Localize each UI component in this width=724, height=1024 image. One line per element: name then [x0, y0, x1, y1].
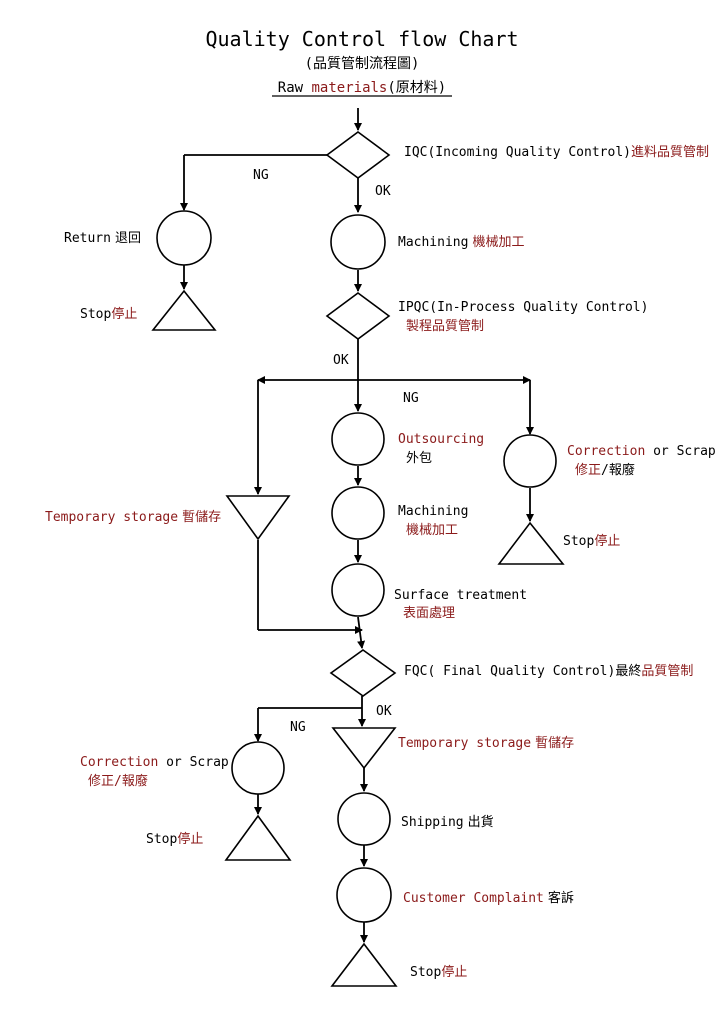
- shipping-label-zh: 出貨: [468, 814, 494, 830]
- iqc-decision: [325, 131, 391, 179]
- ipqc-label-zh: 製程品質管制: [406, 319, 484, 334]
- outsourcing-process: [331, 412, 385, 466]
- machining1-label-en: Machining: [398, 235, 468, 250]
- return-process: [156, 210, 212, 266]
- temp2-label-en: Temporary storage: [398, 736, 531, 751]
- machining2-process: [331, 486, 385, 540]
- temp1-label: Temporary storage 暫儲存: [45, 510, 221, 525]
- ok-label-1: OK: [375, 184, 391, 199]
- iqc-label-en: IQC(Incoming Quality Control): [404, 145, 631, 160]
- complaint-process: [336, 867, 392, 923]
- stop1-label-en: Stop: [80, 307, 111, 322]
- ok-label-2: OK: [333, 353, 349, 368]
- correction2-or-scrap: or Scrap: [158, 755, 229, 770]
- stop3-terminal: [224, 814, 292, 861]
- stop1-label: Stop停止: [80, 306, 137, 322]
- temp2-label-zh: 暫儲存: [535, 736, 574, 751]
- temp1-label-zh: 暫儲存: [182, 510, 221, 525]
- fqc-label-en: FQC( Final Quality Control): [404, 664, 615, 679]
- ng-label-3: NG: [290, 720, 306, 735]
- stop4-terminal: [330, 942, 398, 987]
- fqc-label-zh-b: 品質管制: [641, 664, 693, 679]
- return-label-en: Return: [64, 231, 111, 246]
- arrow-surface-fqc: [357, 616, 366, 649]
- stop2-label-zh: 停止: [594, 533, 620, 549]
- raw-prefix: Raw: [278, 80, 312, 96]
- shipping-label: Shipping 出貨: [401, 814, 494, 830]
- stop4-label-en: Stop: [410, 965, 441, 980]
- outsourcing-label-en: Outsourcing: [398, 432, 484, 447]
- raw-materials-label: Raw materials(原材料): [278, 80, 446, 96]
- correction1-or-scrap: or Scrap: [645, 444, 716, 459]
- correction1-label-zh: 修正/報廢: [575, 463, 635, 478]
- correction2-word: Correction: [80, 755, 158, 770]
- labels: IQC(Incoming Quality Control)進料品質管制 NG O…: [45, 145, 716, 980]
- chart-title: Quality Control flow Chart: [205, 27, 518, 51]
- shipping-process: [337, 792, 391, 846]
- stop2-label: Stop停止: [563, 533, 620, 549]
- shapes: [151, 131, 565, 987]
- shipping-label-en: Shipping: [401, 815, 464, 830]
- stop3-label-en: Stop: [146, 832, 177, 847]
- raw-suffix: (原材料): [387, 80, 446, 96]
- machining2-label-zh: 機械加工: [406, 523, 458, 538]
- machining2-label-en: Machining: [398, 504, 468, 519]
- iqc-label-zh: 進料品質管制: [631, 145, 709, 160]
- ng-label-1: NG: [253, 168, 269, 183]
- complaint-label-zh: 客訴: [548, 890, 574, 906]
- chart-subtitle: (品質管制流程圖): [305, 56, 420, 72]
- correction1-word: Correction: [567, 444, 645, 459]
- surface-label-zh: 表面處理: [403, 606, 455, 621]
- fqc-label-zh-a: 最終: [615, 663, 641, 679]
- iqc-label: IQC(Incoming Quality Control)進料品質管制: [404, 145, 709, 160]
- temp2-label: Temporary storage 暫儲存: [398, 736, 574, 751]
- machining1-label: Machining 機械加工: [398, 235, 524, 250]
- ipqc-label-en: IPQC(In-Process Quality Control): [398, 300, 648, 315]
- correction1-zh-b: /報廢: [601, 463, 635, 478]
- ipqc-decision: [325, 292, 391, 340]
- correction1-process: [503, 434, 557, 488]
- correction2-process: [231, 741, 285, 795]
- complaint-label: Customer Complaint 客訴: [403, 890, 574, 906]
- correction1-label-en: Correction or Scrap: [567, 444, 716, 459]
- stop2-terminal: [497, 521, 565, 565]
- return-label-zh: 退回: [115, 231, 141, 246]
- return-label: Return 退回: [64, 231, 141, 246]
- connectors: [180, 108, 534, 943]
- stop1-terminal: [151, 289, 217, 331]
- stop3-label: Stop停止: [146, 831, 203, 847]
- stop4-label-zh: 停止: [441, 964, 467, 980]
- machining1-process: [330, 214, 386, 270]
- surface-process: [331, 563, 385, 617]
- temp1-label-en: Temporary storage: [45, 510, 178, 525]
- correction1-zh-a: 修正: [575, 463, 601, 478]
- stop4-label: Stop停止: [410, 964, 467, 980]
- stop2-label-en: Stop: [563, 534, 594, 549]
- raw-materials-word: materials: [312, 80, 388, 96]
- temp1-storage: [225, 495, 291, 541]
- correction2-label-zh: 修正/報廢: [88, 774, 148, 789]
- correction2-label-en: Correction or Scrap: [80, 755, 229, 770]
- outsourcing-label-zh: 外包: [406, 451, 432, 466]
- fqc-decision: [329, 649, 397, 697]
- fqc-label: FQC( Final Quality Control)最終品質管制: [404, 663, 693, 679]
- complaint-label-en: Customer Complaint: [403, 891, 544, 906]
- ng-label-2: NG: [403, 391, 419, 406]
- ok-label-3: OK: [376, 704, 392, 719]
- stop3-label-zh: 停止: [177, 831, 203, 847]
- machining1-label-zh: 機械加工: [472, 235, 524, 250]
- temp2-storage: [331, 727, 397, 770]
- surface-label-en: Surface treatment: [394, 588, 527, 603]
- stop1-label-zh: 停止: [111, 306, 137, 322]
